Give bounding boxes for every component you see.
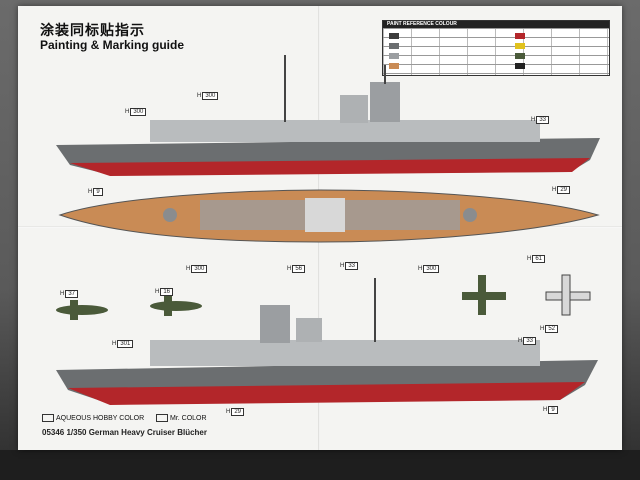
bridge-top <box>370 82 400 122</box>
funnel-top <box>340 95 368 123</box>
callout-letter: H <box>527 256 532 262</box>
callout-number: 37 <box>65 290 79 298</box>
title-english: Painting & Marking guide <box>40 38 185 52</box>
callout-letter: H <box>197 93 202 99</box>
legend-box-h <box>42 414 54 422</box>
callout-letter: H <box>418 266 423 272</box>
callout-number: 301 <box>117 340 134 348</box>
ship-deck-plan <box>58 189 600 243</box>
paint-swatch <box>389 63 399 69</box>
paint-swatch <box>515 63 525 69</box>
callout-letter: H <box>88 189 93 195</box>
callout-letter: H <box>226 409 231 415</box>
callout-letter: H <box>543 407 548 413</box>
callout-letter: H <box>287 266 292 272</box>
paint-swatch <box>515 53 525 59</box>
callout-number: 29 <box>557 186 571 194</box>
callout-letter: H <box>340 263 345 269</box>
paint-swatch <box>389 43 399 49</box>
callout-number: 16 <box>160 288 174 296</box>
ship-profile-top <box>56 55 600 176</box>
aircraft-top-view-2 <box>545 274 591 316</box>
callout-number: 300 <box>130 108 147 116</box>
model-caption: 05346 1/350 German Heavy Cruiser Blücher <box>42 428 207 437</box>
title-chinese: 涂装同标贴指示 <box>40 22 145 38</box>
legend-box-c <box>156 414 168 422</box>
legend-aqueous: AQUEOUS HOBBY COLOR <box>42 414 144 422</box>
callout-letter: H <box>155 289 160 295</box>
paint-swatch <box>389 53 399 59</box>
callout-number: 56 <box>292 265 306 273</box>
callout-number: 33 <box>536 116 550 124</box>
funnel-bottom <box>296 318 322 342</box>
callout-letter: H <box>552 187 557 193</box>
callout-number: 9 <box>548 406 558 414</box>
superstructure-bottom <box>150 340 540 366</box>
paint-reference-grid <box>383 28 609 75</box>
turret-a <box>163 208 177 222</box>
callout-letter: H <box>540 326 545 332</box>
aircraft-left-2 <box>150 296 202 316</box>
callout-number: 9 <box>93 188 103 196</box>
callout-number: 33 <box>345 262 359 270</box>
legend-aqueous-text: AQUEOUS HOBBY COLOR <box>56 414 145 422</box>
callout-letter: H <box>112 341 117 347</box>
callout-letter: H <box>186 266 191 272</box>
callout-number: 61 <box>532 255 546 263</box>
callout-number: 300 <box>423 265 440 273</box>
callout-letter: H <box>60 291 65 297</box>
deck-hangar <box>305 198 345 232</box>
callout-letter: H <box>125 109 130 115</box>
paint-swatch <box>515 43 525 49</box>
aircraft-left-1 <box>56 300 108 320</box>
paint-reference-header: PAINT REFERENCE COLOUR <box>383 21 609 28</box>
bridge-bottom <box>260 305 290 343</box>
waterline-top <box>70 158 590 176</box>
callout-number: 52 <box>545 325 559 333</box>
legend-mr: Mr. COLOR <box>156 414 207 422</box>
ship-profile-bottom <box>56 278 598 405</box>
turret-d <box>463 208 477 222</box>
aircraft-top-view-1 <box>462 275 506 315</box>
paint-reference-table: PAINT REFERENCE COLOUR <box>382 20 610 76</box>
paint-swatch <box>389 33 399 39</box>
floor-shadow <box>0 450 640 480</box>
callout-number: 300 <box>191 265 208 273</box>
waterline-bottom <box>68 382 585 405</box>
paint-swatch <box>515 33 525 39</box>
callout-number: 33 <box>523 337 537 345</box>
legend-mr-text: Mr. COLOR <box>170 414 207 422</box>
superstructure-top <box>150 120 540 142</box>
callout-letter: H <box>531 117 536 123</box>
callout-number: 29 <box>231 408 245 416</box>
callout-letter: H <box>518 338 523 344</box>
callout-number: 300 <box>202 92 219 100</box>
